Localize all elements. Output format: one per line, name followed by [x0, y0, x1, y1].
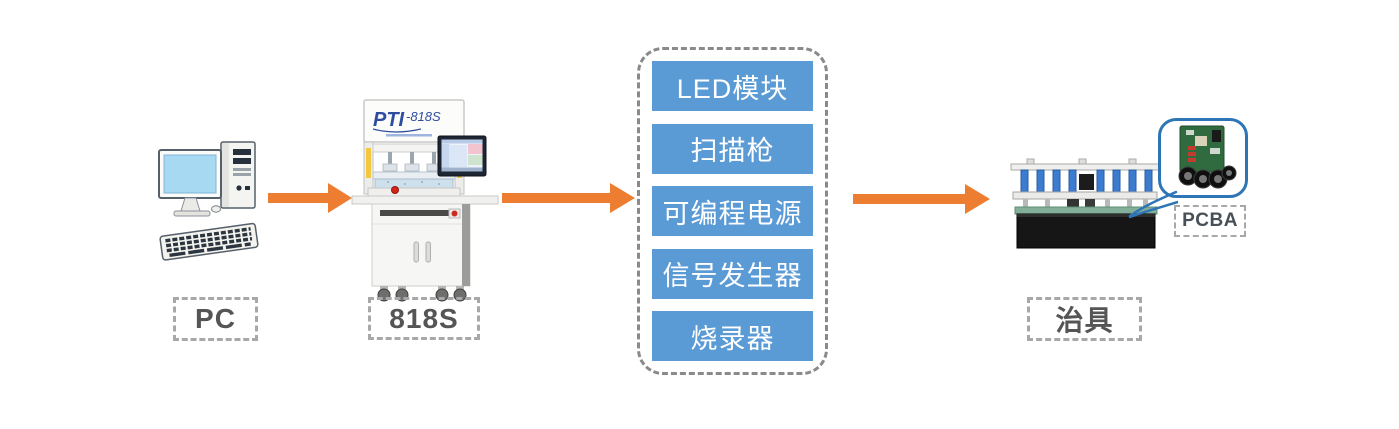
pc-label-text: PC: [195, 303, 236, 334]
estop-button-icon: [391, 186, 399, 194]
tester-logo-panel: PTI -818S: [363, 99, 465, 143]
tester-logo-brand: PTI: [373, 109, 405, 131]
tester-logo-model: -818S: [406, 109, 441, 124]
module-label: 扫描枪: [690, 136, 775, 166]
tester-cart-icon: [351, 195, 499, 287]
tester-label-text: 818S: [389, 302, 459, 334]
module-label: LED模块: [676, 73, 789, 104]
module-label: 可编程电源: [662, 198, 803, 229]
module-item: 扫描枪: [652, 123, 813, 174]
tester-monitor-icon: [437, 135, 487, 177]
fixture-label: 治具: [1027, 297, 1142, 341]
tester-label: 818S: [368, 297, 480, 340]
arrow-right-icon: [853, 184, 990, 214]
pc-icon: [158, 141, 259, 261]
pc-monitor-icon: [158, 149, 222, 217]
arrow-right-icon: [502, 183, 635, 213]
pc-label: PC: [173, 297, 258, 341]
pc-tower-icon: [220, 141, 256, 209]
pcba-icon: [1178, 125, 1237, 189]
tester-machine-icon: PTI -818S: [351, 99, 499, 302]
pcba-label: PCBA: [1174, 205, 1246, 237]
pcba-label-text: PCBA: [1182, 210, 1238, 231]
module-label: 信号发生器: [662, 261, 803, 291]
power-button-icon: [451, 210, 458, 217]
module-item: 信号发生器: [652, 248, 813, 299]
modules-group: LED模块 扫描枪 可编程电源 信号发生器 烧录器: [637, 47, 828, 375]
module-item: LED模块: [652, 61, 813, 111]
module-item: 烧录器: [652, 311, 813, 361]
pc-keyboard-icon: [159, 222, 259, 261]
pcba-callout-bubble: [1158, 118, 1248, 198]
module-item: 可编程电源: [652, 186, 813, 236]
fixture-icon: [1010, 158, 1160, 249]
module-label: 烧录器: [690, 323, 775, 354]
fixture-label-text: 治具: [1055, 305, 1114, 336]
arrow-right-icon: [268, 183, 352, 213]
callout-tail-icon: [1128, 190, 1178, 219]
